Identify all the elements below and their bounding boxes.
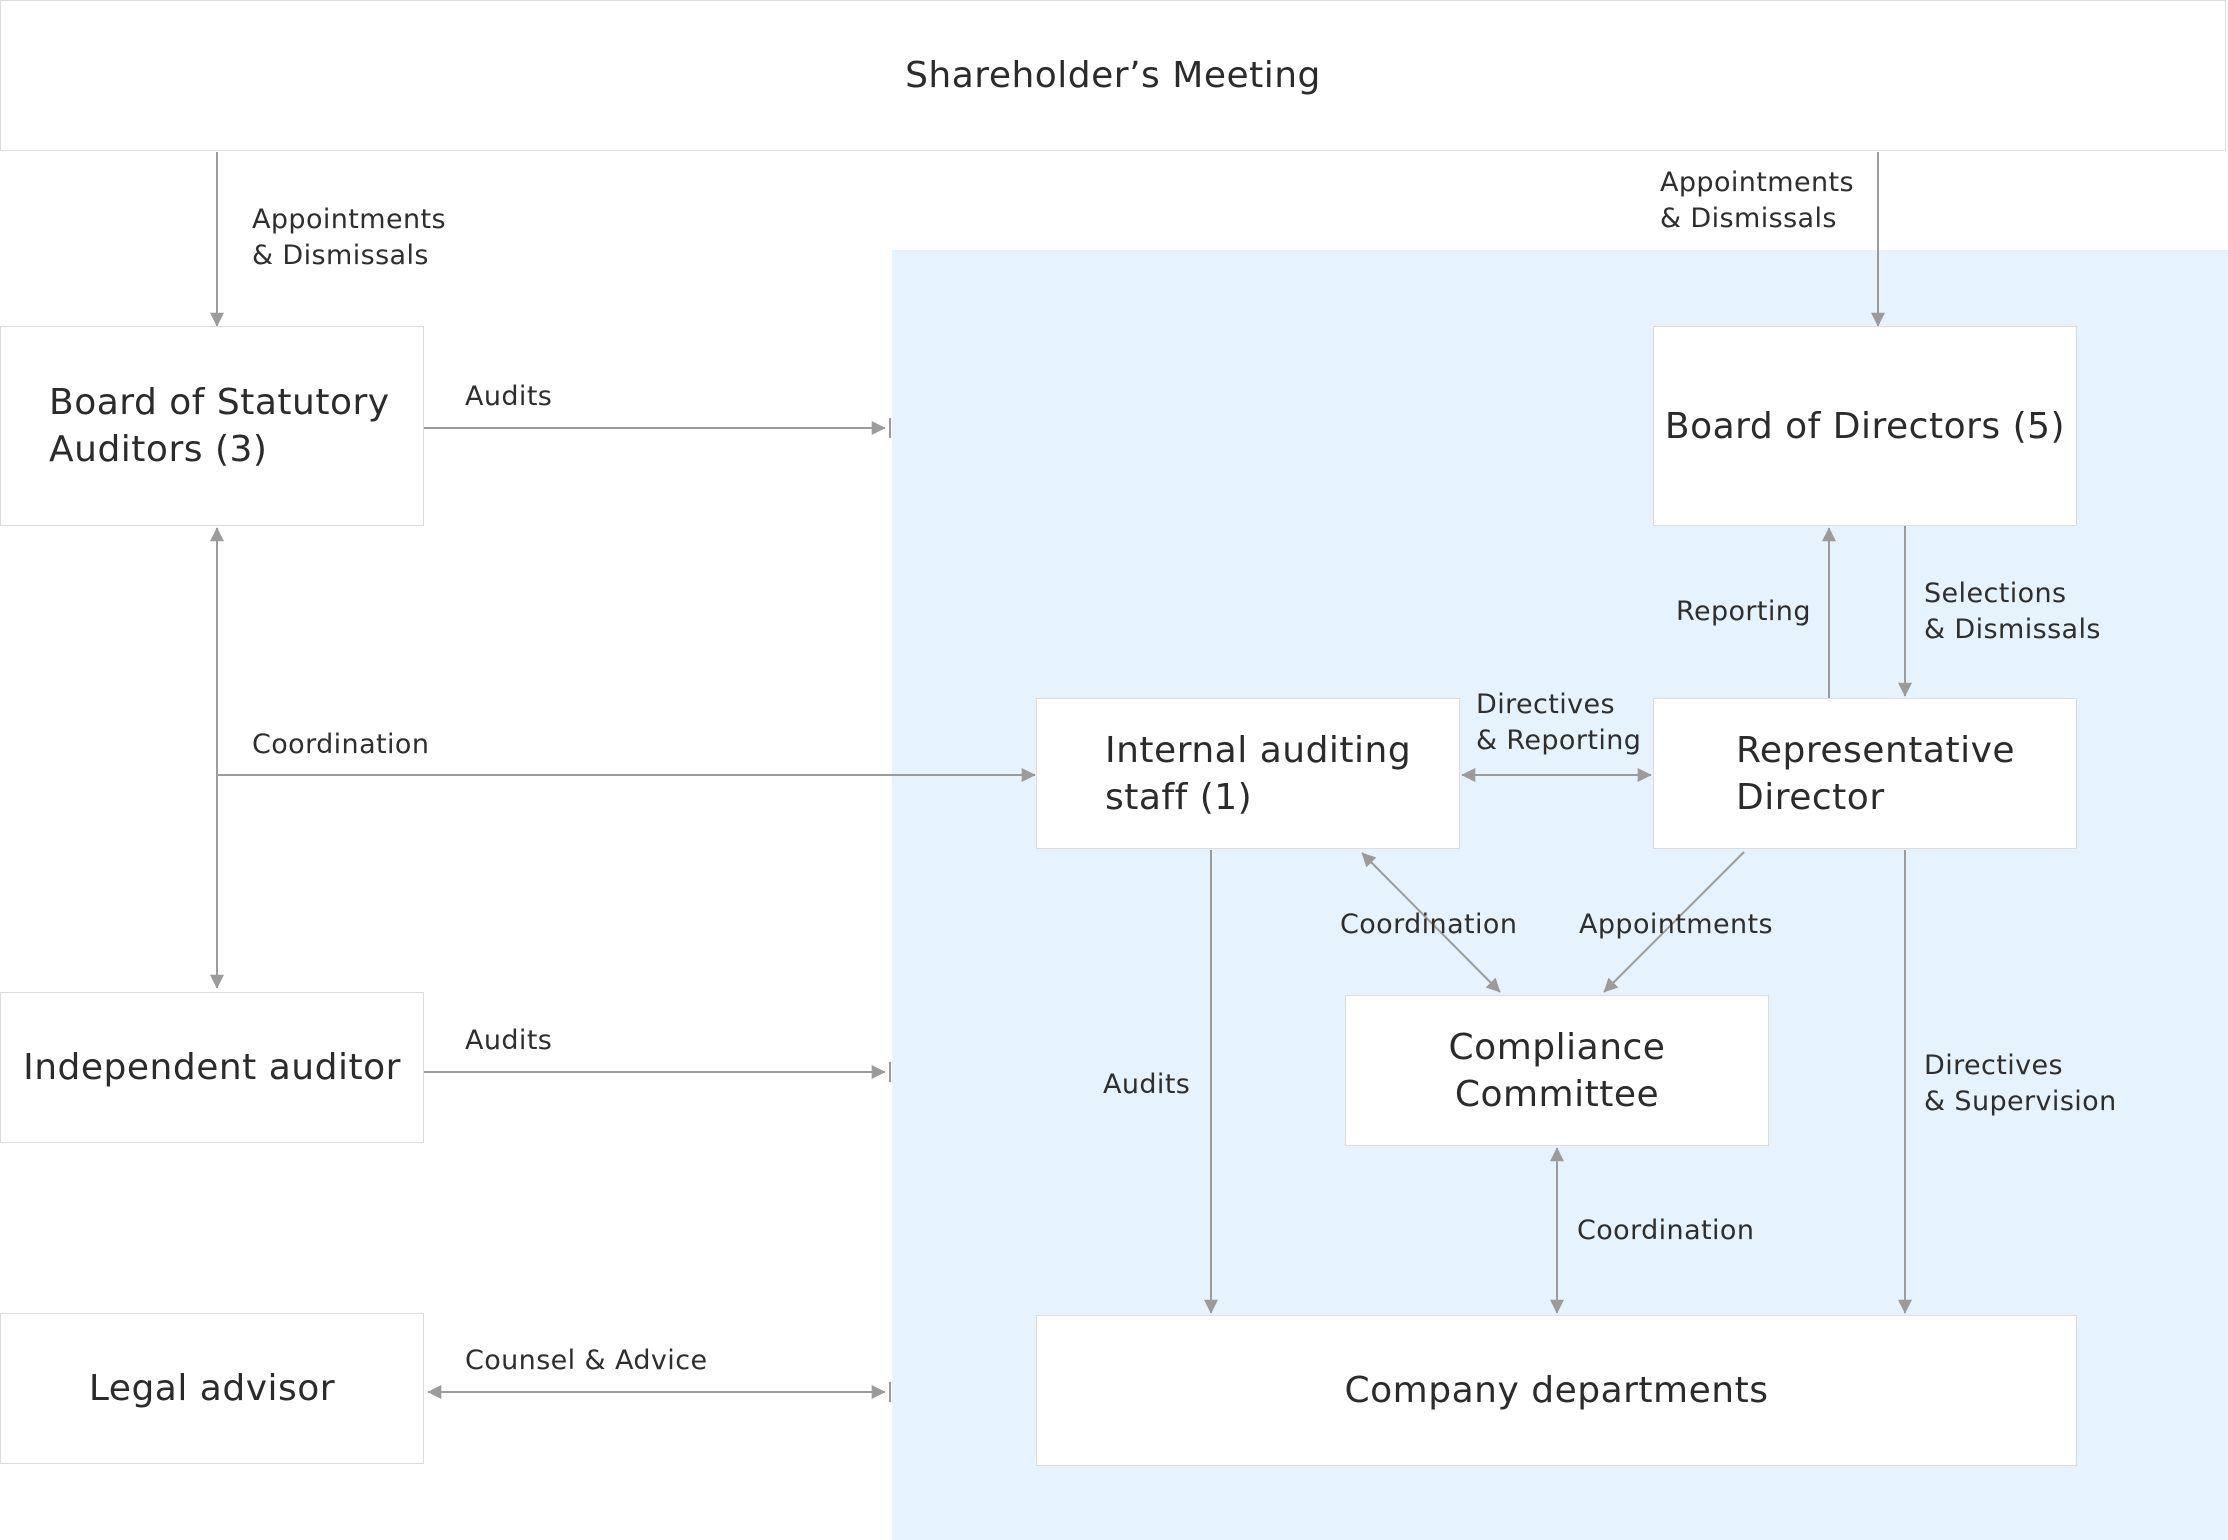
node-board-of-directors: Board of Directors (5) [1653, 326, 2077, 526]
node-board-of-statutory-auditors: Board of Statutory Auditors (3) [0, 326, 424, 526]
node-board-of-directors-label: Board of Directors (5) [1664, 405, 2066, 447]
node-compliance-committee: Compliance Committee [1345, 995, 1769, 1146]
node-independent-auditor-label: Independent auditor [23, 1047, 401, 1088]
node-representative-director: Representative Director [1653, 698, 2077, 849]
node-internal-auditing-staff-label: Internal auditing staff (1) [1105, 729, 1412, 818]
node-representative-director-label: Representative Director [1736, 729, 2016, 818]
node-legal-advisor-label: Legal advisor [88, 1368, 336, 1409]
label-directives-supervision: Directives & Supervision [1924, 1050, 2117, 1117]
label-selections-dismissals: Selections & Dismissals [1924, 578, 2101, 645]
node-shareholders-meeting: Shareholder’s Meeting [0, 0, 2226, 151]
node-company-departments-label: Company departments [1344, 1370, 1769, 1411]
label-audits-statutory: Audits [465, 381, 553, 412]
node-independent-auditor: Independent auditor [0, 992, 424, 1143]
label-appointments-dismissals-right: Appointments & Dismissals [1660, 167, 1854, 234]
label-audits-internal: Audits [1103, 1069, 1191, 1100]
node-shareholders-meeting-label: Shareholder’s Meeting [905, 55, 1321, 96]
label-audits-independent: Audits [465, 1025, 553, 1056]
label-coordination-internal-compliance: Coordination [1340, 909, 1518, 940]
edge-internal-compliance-coordination [1361, 852, 1501, 993]
label-appointments-dismissals-left: Appointments & Dismissals [252, 204, 446, 271]
label-coordination-compliance-departments: Coordination [1577, 1215, 1755, 1246]
label-directives-reporting: Directives & Reporting [1476, 689, 1642, 756]
label-coordination-left: Coordination [252, 729, 430, 760]
label-reporting: Reporting [1676, 596, 1811, 627]
node-compliance-committee-label: Compliance Committee [1448, 1026, 1666, 1115]
node-company-departments: Company departments [1036, 1315, 2077, 1466]
edge-appointments-to-compliance [1603, 851, 1745, 993]
node-board-of-statutory-auditors-label: Board of Statutory Auditors (3) [49, 382, 390, 470]
label-appointments-compliance: Appointments [1579, 909, 1773, 940]
node-internal-auditing-staff: Internal auditing staff (1) [1036, 698, 1460, 849]
node-legal-advisor: Legal advisor [0, 1313, 424, 1464]
label-counsel-advice: Counsel & Advice [465, 1345, 708, 1376]
